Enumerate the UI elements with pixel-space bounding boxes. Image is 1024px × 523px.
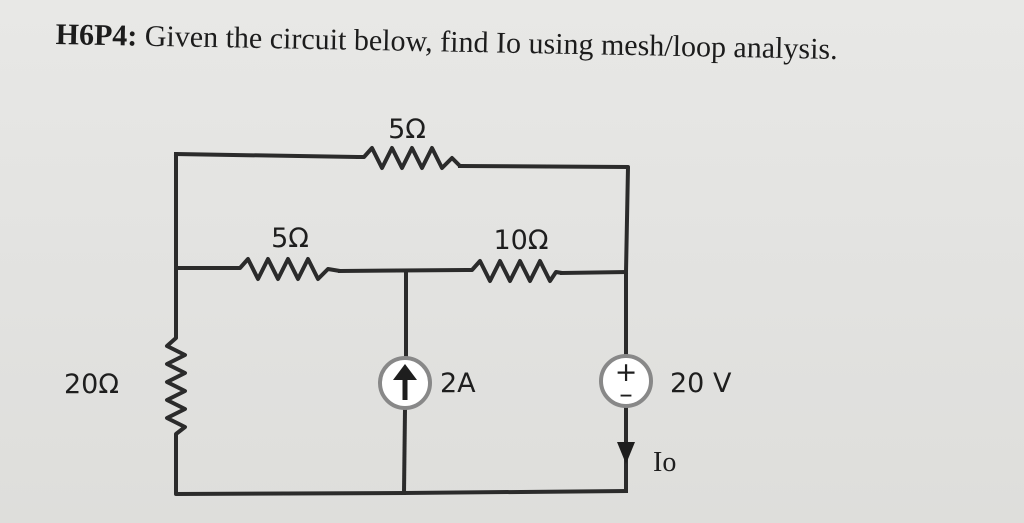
resistor-top	[356, 146, 462, 170]
wire-bottom-right	[401, 488, 629, 496]
voltage-source-plus: +	[615, 357, 638, 388]
io-arrow-icon	[617, 442, 635, 464]
voltage-source-minus: –	[619, 379, 633, 410]
current-source	[378, 356, 432, 410]
resistor-middle-left	[232, 257, 341, 281]
resistor-middle-right	[464, 259, 563, 283]
wire-left-lower	[174, 438, 407, 496]
label-current-source: 2A	[440, 368, 476, 399]
label-resistor-middle-right: 10Ω	[494, 225, 549, 256]
current-source-arrow-icon	[393, 364, 417, 380]
label-resistor-top: 5Ω	[388, 114, 426, 145]
circuit-wires	[173, 151, 630, 496]
wire-center-lower	[401, 406, 408, 496]
wire-middle-center	[337, 267, 467, 274]
wire-middle-right	[559, 269, 629, 276]
label-resistor-left: 20Ω	[64, 369, 119, 400]
label-resistor-middle-left: 5Ω	[271, 223, 309, 254]
wire-top-right	[457, 163, 630, 275]
label-output-current: Io	[653, 447, 676, 478]
label-voltage-source: 20 V	[670, 368, 732, 399]
wire-top-left	[173, 151, 359, 160]
voltage-source: + –	[599, 354, 653, 410]
voltage-source-ring	[599, 354, 653, 408]
resistor-left	[165, 330, 187, 440]
